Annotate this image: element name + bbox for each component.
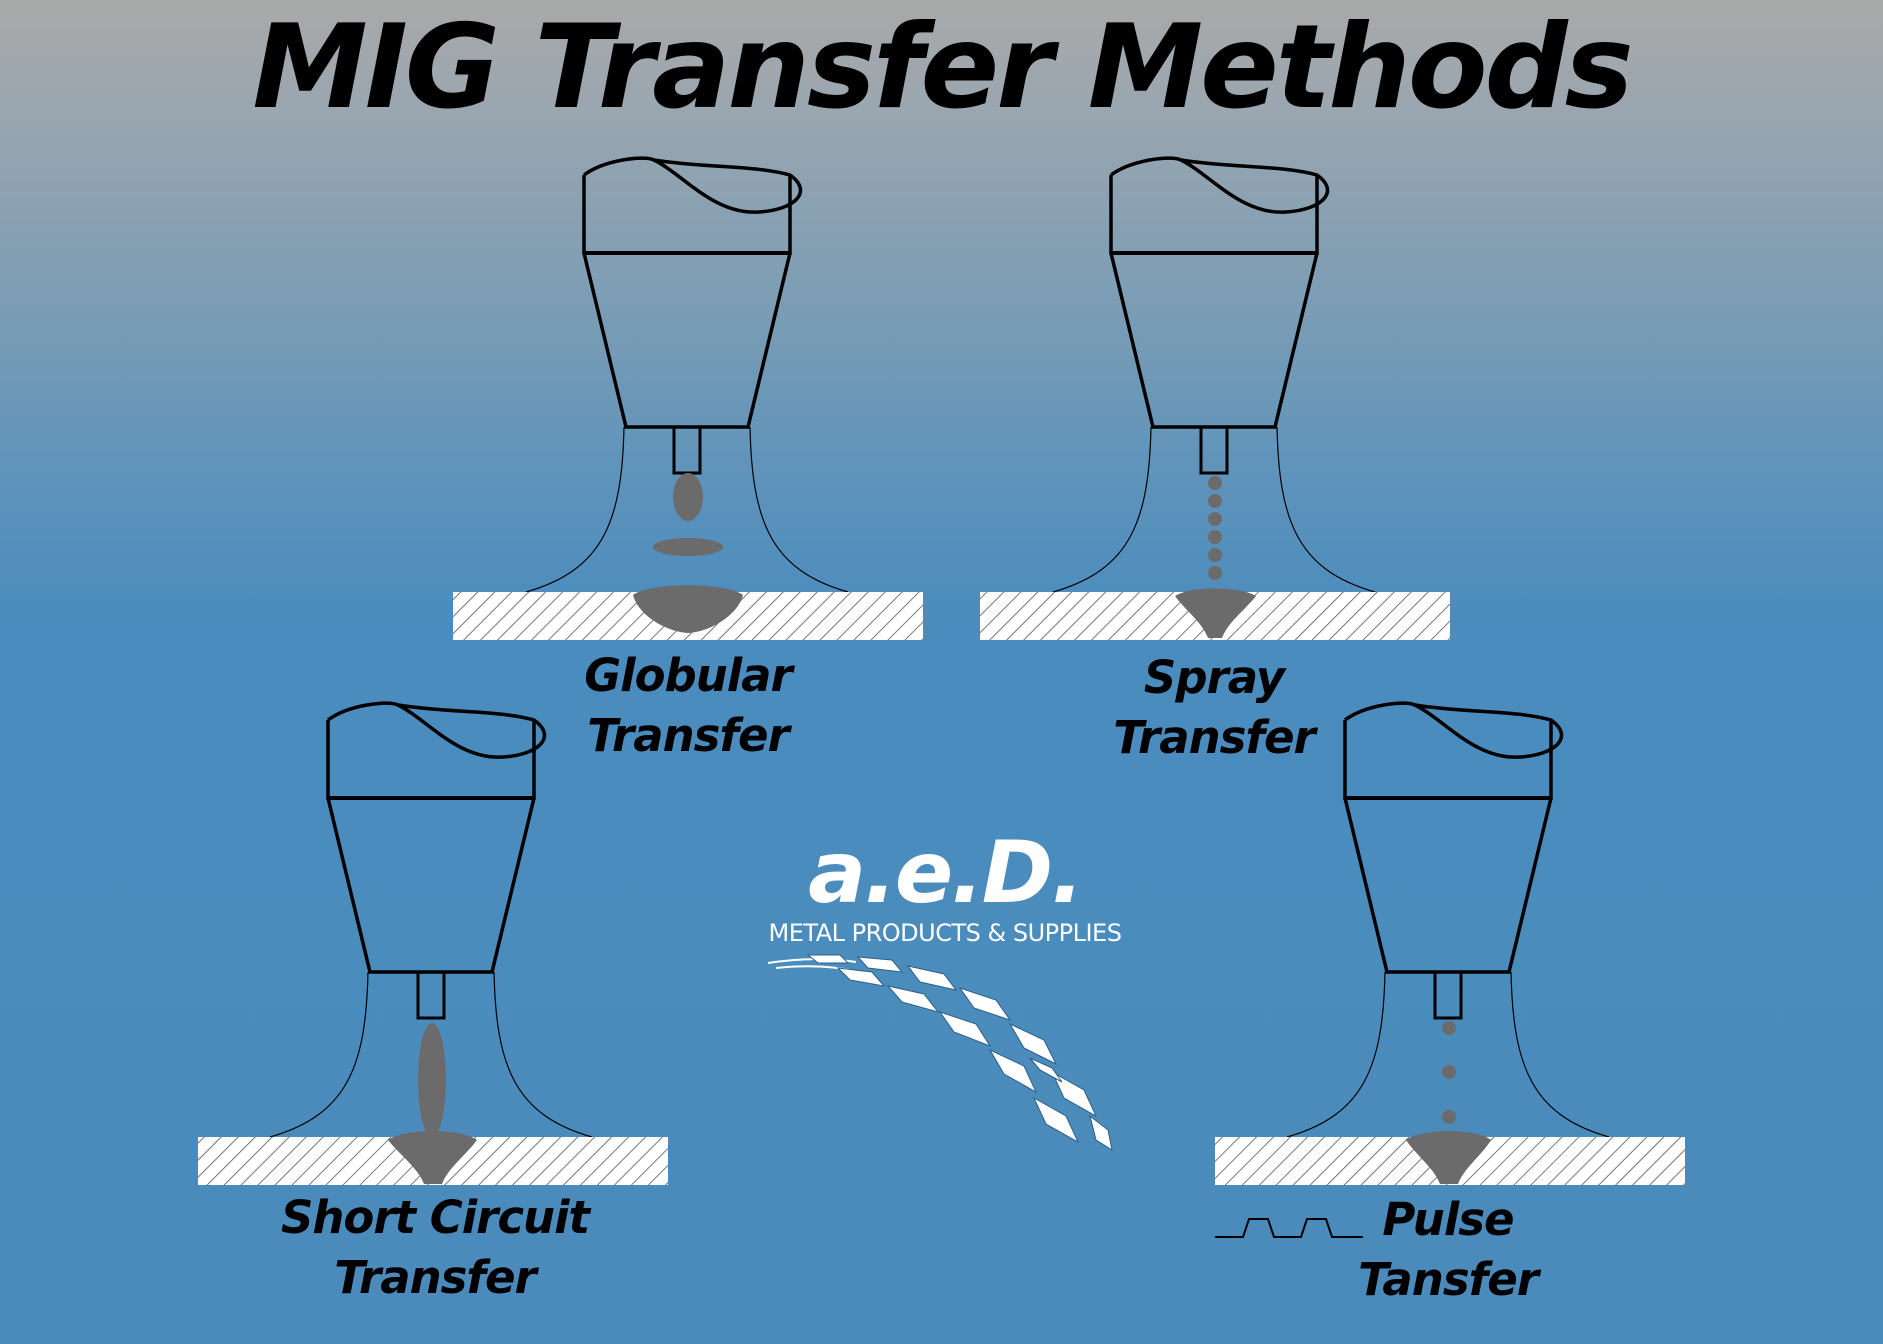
brand-tagline: METAL PRODUCTS & SUPPLIES [768, 919, 1122, 947]
method-label-line2: Transfer [587, 709, 789, 762]
welding-gun-nozzle [269, 701, 593, 1138]
short-circuit-diagram [198, 701, 668, 1185]
pulse-waveform-icon [1215, 1218, 1363, 1238]
method-label-line2: Transfer [1113, 711, 1315, 764]
globular-diagram [453, 156, 923, 640]
welding-gun-nozzle [1286, 701, 1610, 1138]
method-label-globular: Globular Transfer [538, 646, 838, 766]
weld-puddle [1175, 588, 1256, 638]
globule-droplet [673, 473, 703, 521]
brand-name: a.e.D. [808, 823, 1084, 923]
method-label-line1: Globular [584, 649, 793, 702]
method-label-line1: Spray [1143, 651, 1285, 704]
welding-gun-nozzle [525, 156, 849, 593]
method-label-short-circuit: Short Circuit Transfer [260, 1188, 610, 1308]
method-label-line2: Tansfer [1358, 1253, 1539, 1306]
method-label-line1: Short Circuit [280, 1191, 590, 1244]
brand-logo: a.e.D. METAL PRODUCTS & SUPPLIES [760, 830, 1130, 950]
bridging-column [418, 1023, 446, 1137]
weld-puddle [1406, 1131, 1491, 1184]
pulse-droplets [1442, 1021, 1456, 1124]
method-label-line1: Pulse [1382, 1193, 1514, 1246]
pulse-diagram [1215, 701, 1685, 1238]
spray-droplets [1208, 476, 1222, 580]
spray-diagram [980, 156, 1450, 640]
welding-gun-nozzle [1052, 156, 1376, 593]
method-label-line2: Transfer [334, 1251, 536, 1304]
method-label-spray: Spray Transfer [1064, 648, 1364, 768]
page-title: MIG Transfer Methods [252, 0, 1633, 135]
weld-puddle [633, 585, 743, 633]
method-label-pulse: Pulse Tansfer [1338, 1190, 1558, 1310]
checkered-flag-logo-icon [767, 954, 1113, 1152]
falling-globule [653, 538, 723, 556]
weld-puddle [388, 1131, 477, 1184]
